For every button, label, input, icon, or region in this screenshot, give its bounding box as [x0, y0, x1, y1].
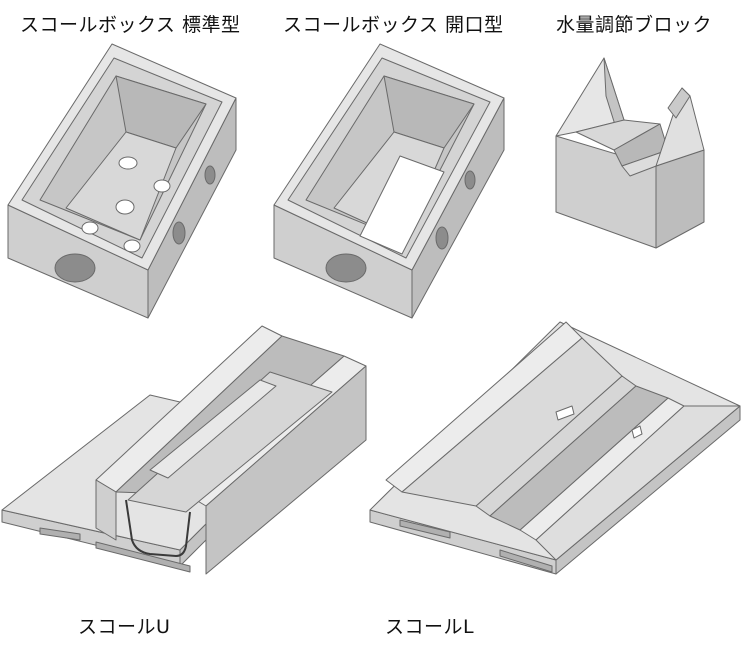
flow-block-image [555, 57, 705, 249]
scoll-u-label: スコールU [78, 616, 171, 638]
scoll-l-image [369, 321, 741, 575]
flow-block-label: 水量調節ブロック [556, 14, 713, 36]
open-box-image [273, 43, 505, 319]
standard-box-label: スコールボックス 標準型 [20, 14, 241, 36]
scoll-l-label: スコールL [385, 616, 475, 638]
open-box-label: スコールボックス 開口型 [283, 14, 504, 36]
scoll-u-image [1, 325, 367, 575]
standard-box-image [7, 43, 237, 319]
